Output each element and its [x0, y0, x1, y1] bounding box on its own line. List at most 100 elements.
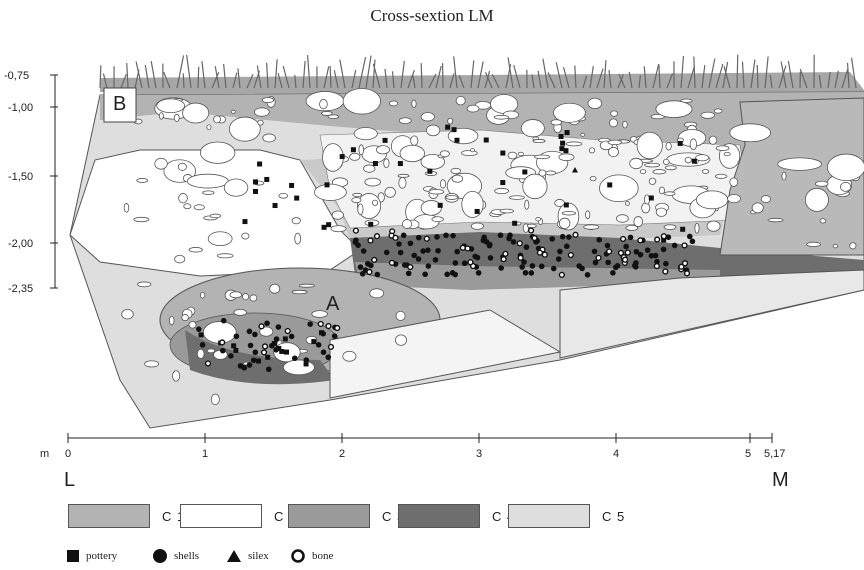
grass-blade — [420, 63, 423, 89]
stone — [254, 107, 270, 117]
grass-blade — [582, 75, 588, 89]
stone — [216, 253, 234, 259]
stone — [814, 180, 829, 187]
grass-blade — [428, 73, 437, 89]
stone — [445, 195, 459, 200]
stone — [447, 117, 454, 125]
bone-marker — [660, 233, 667, 240]
stone — [137, 281, 152, 288]
shells-marker — [199, 342, 206, 348]
stone — [665, 141, 672, 151]
bone-marker — [459, 244, 466, 251]
section-end-label: M — [772, 469, 789, 491]
stone — [455, 95, 466, 106]
bone-marker — [371, 256, 378, 264]
shells-marker — [576, 263, 583, 269]
stone — [629, 157, 643, 170]
slab-center — [329, 309, 562, 399]
finds-legend: pottery shells silex bone — [66, 546, 466, 568]
pottery-marker — [252, 179, 258, 185]
shells-marker — [288, 333, 295, 340]
pottery-marker — [311, 339, 317, 345]
stone — [314, 183, 347, 201]
stone — [663, 191, 676, 196]
stone — [587, 97, 602, 109]
stone — [369, 288, 385, 299]
open-circle-icon — [291, 549, 305, 563]
grass-blade — [211, 72, 220, 89]
stone — [781, 171, 787, 181]
grass-blade — [144, 64, 150, 89]
grass-blade — [102, 73, 108, 89]
grass-blade — [365, 55, 372, 89]
cross-section-drawing: B A -0,75 -1,00 -1,50 -2,00 -2,35 m 0 1 … — [4, 54, 864, 491]
stone — [625, 224, 639, 231]
shells-marker — [498, 265, 505, 271]
bone-marker — [517, 254, 524, 261]
bone-marker — [464, 245, 471, 252]
stone — [684, 156, 692, 164]
stone — [534, 154, 551, 160]
stone — [358, 144, 364, 156]
stone — [751, 202, 764, 214]
shells-marker — [246, 362, 253, 368]
stone — [398, 176, 407, 189]
shells-marker — [374, 271, 381, 278]
shells-marker — [359, 271, 366, 277]
shells-marker — [652, 252, 659, 259]
grass-blade — [680, 56, 685, 89]
grass-blade — [818, 75, 822, 89]
stone — [767, 217, 784, 223]
stone — [397, 173, 410, 178]
filled-triangle-icon — [227, 550, 241, 562]
stone — [174, 254, 186, 264]
shells-marker — [435, 247, 441, 254]
stone — [695, 190, 729, 210]
shells-marker — [663, 260, 669, 267]
stone — [451, 174, 464, 183]
bone-marker — [334, 324, 341, 332]
shells-marker — [434, 234, 440, 240]
shells-marker — [291, 355, 298, 362]
bone-marker — [621, 256, 629, 263]
stone — [849, 242, 857, 250]
stone — [760, 195, 772, 203]
bone-marker — [317, 320, 324, 328]
shells-marker — [320, 349, 327, 356]
stone — [188, 247, 203, 253]
shells-marker — [506, 235, 512, 242]
shells-marker — [555, 256, 562, 262]
stone — [172, 370, 181, 382]
shells-marker — [665, 234, 672, 241]
stone — [558, 153, 575, 162]
grass-blade — [256, 65, 262, 89]
stone — [729, 123, 772, 143]
shells-marker — [633, 248, 640, 255]
stone — [509, 195, 525, 200]
stone — [636, 131, 663, 160]
stone — [375, 145, 390, 155]
grass-blade — [603, 60, 607, 89]
shells-marker — [487, 255, 494, 261]
shells-marker — [368, 262, 374, 269]
grass-blade — [547, 72, 556, 89]
stone — [269, 283, 281, 294]
shells-marker — [220, 317, 227, 324]
pottery-marker — [451, 127, 457, 133]
pottery-marker — [276, 345, 282, 351]
stone — [588, 147, 596, 154]
bone-marker — [606, 248, 613, 255]
shells-marker — [400, 232, 407, 239]
stone — [223, 178, 249, 197]
grass-blade — [617, 74, 624, 89]
feature-label-a: A — [326, 293, 340, 315]
legend-swatch-c3 — [288, 504, 370, 528]
grass-blade — [182, 73, 185, 89]
shells-marker — [563, 243, 570, 250]
grass-blade — [850, 57, 857, 89]
stone — [121, 309, 134, 320]
feature-label-b: B — [113, 93, 126, 115]
shells-marker — [415, 234, 422, 241]
stone — [342, 88, 381, 115]
shells-marker — [529, 263, 536, 269]
